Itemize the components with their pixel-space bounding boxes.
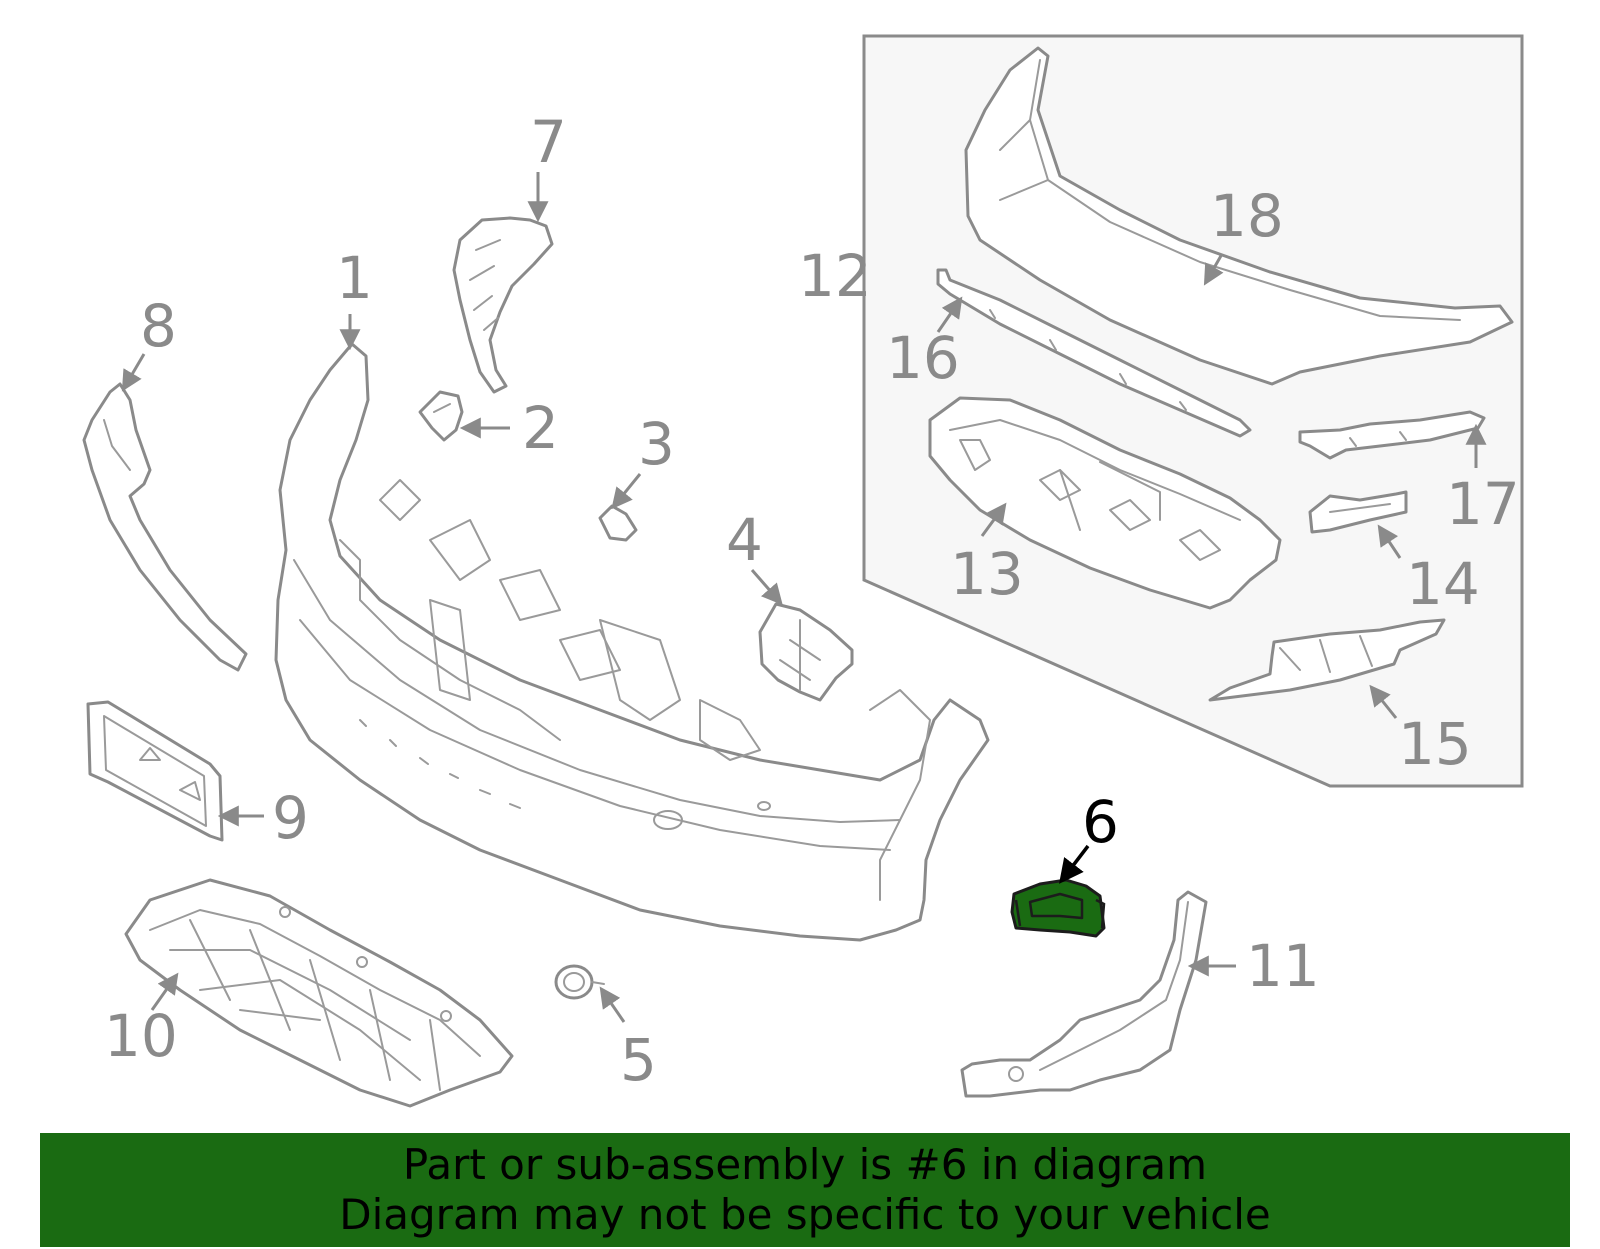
callout-9: 9 (272, 784, 309, 852)
callout-3: 3 (638, 410, 675, 478)
callout-2: 2 (522, 394, 559, 462)
callout-17: 17 (1446, 470, 1520, 538)
part-1-shape (274, 342, 990, 942)
callout-1: 1 (336, 244, 373, 312)
callout-14: 14 (1406, 550, 1480, 618)
part-17-shape (1298, 410, 1486, 460)
callout-15: 15 (1398, 710, 1472, 778)
part-18-shape (964, 46, 1514, 386)
part-3-shape (598, 504, 638, 542)
callout-4: 4 (726, 506, 763, 574)
part-15-shape (1208, 618, 1446, 702)
part-7-shape (452, 216, 554, 394)
part-4-shape (758, 602, 854, 702)
callout-10: 10 (104, 1002, 178, 1070)
part-10-shape (124, 878, 514, 1108)
part-8-shape (82, 382, 248, 672)
part-2-shape (418, 390, 464, 442)
callout-13: 13 (950, 540, 1024, 608)
banner-line-1: Part or sub-assembly is #6 in diagram (402, 1140, 1208, 1189)
callout-6: 6 (1082, 788, 1119, 856)
part-9-shape (86, 700, 224, 842)
part-16-shape (936, 268, 1252, 438)
callout-labels: 1 2 3 4 5 6 7 8 9 10 11 12 13 14 15 16 1… (104, 108, 1520, 1094)
banner-line-2: Diagram may not be specific to your vehi… (339, 1190, 1271, 1239)
callout-16: 16 (886, 324, 960, 392)
leader-arrows (121, 172, 1487, 1023)
callout-11: 11 (1246, 932, 1320, 1000)
part-5-shape (554, 964, 605, 1000)
part-14-shape (1308, 490, 1408, 534)
part-11-shape (960, 890, 1208, 1098)
notice-banner: Part or sub-assembly is #6 in diagram Di… (40, 1133, 1570, 1247)
callout-5: 5 (620, 1026, 657, 1094)
callout-8: 8 (140, 292, 177, 360)
callout-18: 18 (1210, 182, 1284, 250)
callout-7: 7 (530, 108, 567, 176)
banner-background (40, 1133, 1570, 1247)
callout-12: 12 (798, 242, 872, 310)
part-6-shape (1010, 878, 1106, 938)
